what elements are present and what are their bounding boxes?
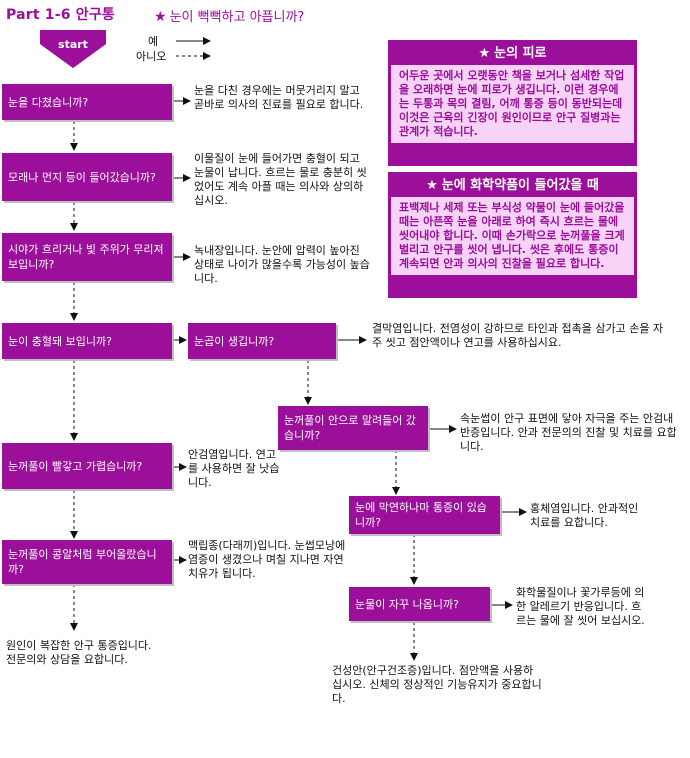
question-text: 눈물이 자꾸 나옵니까?	[355, 597, 459, 611]
question-box: 눈곱이 생깁니까?	[188, 323, 336, 359]
answer-text: 홍체염입니다. 안과적인 치료를 요합니다.	[530, 502, 639, 529]
question-text: 눈꺼풀이 빨갛고 가렵습니까?	[8, 459, 143, 473]
question-box: 시야가 흐리거나 빛 주위가 무리져 보입니까?	[2, 233, 172, 281]
star-icon: ★	[154, 9, 167, 25]
question-text: 모래나 먼지 등이 들어갔습니까?	[8, 170, 156, 184]
info-body: 어두운 곳에서 오랫동안 책을 보거나 섬세한 작업을 오래하면 눈에 피로가 …	[391, 65, 634, 143]
question-box: 눈을 다쳤습니까?	[2, 84, 172, 120]
question-text: 눈이 충혈돼 보입니까?	[8, 334, 112, 348]
question-text: 시야가 흐리거나 빛 주위가 무리져 보입니까?	[8, 243, 164, 271]
question-text: 눈곱이 생깁니까?	[194, 334, 275, 348]
page-subtitle: ★눈이 뻑뻑하고 아픕니까?	[154, 6, 304, 25]
star-icon: ★	[478, 46, 491, 61]
question-text: 눈을 다쳤습니까?	[8, 95, 89, 109]
question-text: 눈에 막연하나마 통증이 있습니까?	[355, 501, 487, 529]
question-box: 눈물이 자꾸 나옵니까?	[349, 587, 490, 621]
answer-text: 속눈썹이 안구 표면에 닿아 자극을 주는 안검내반증입니다. 안과 전문의의 …	[460, 412, 677, 453]
subtitle-text: 눈이 뻑뻑하고 아픕니까?	[169, 10, 305, 25]
question-text: 눈꺼풀이 안으로 말려들어 갔습니까?	[284, 414, 416, 442]
question-box: 눈꺼풀이 안으로 말려들어 갔습니까?	[278, 406, 428, 450]
info-body: 표백제나 세제 또는 부식성 약물이 눈에 들어갔을 때는 아픈쪽 눈을 아래로…	[391, 197, 634, 275]
answer-text: 눈을 다친 경우에는 머뭇거리지 말고 곧바로 의사의 진료를 필요로 합니다.	[194, 84, 364, 111]
answer-text: 안검염입니다. 연고를 사용하면 잘 낫습니다.	[188, 448, 280, 489]
answer-text: 원인이 복잡한 안구 통증입니다.전문의와 상담을 요합니다.	[6, 639, 152, 666]
info-title: 눈에 화학약품이 들어갔을 때	[441, 178, 599, 193]
question-box: 눈이 충혈돼 보입니까?	[2, 323, 172, 359]
page-title: Part 1-6 안구통	[6, 7, 116, 23]
question-box: 모래나 먼지 등이 들어갔습니까?	[2, 153, 172, 201]
answer-text: 화학물질이나 꽃가루등에 의한 알레르기 반응입니다. 흐르는 물에 잘 씻어 …	[516, 586, 645, 627]
answer-text: 건성안(안구건조증)입니다. 점안액을 사용하십시오. 신체의 정상적인 기능유…	[332, 664, 542, 705]
answer-text: 맥립종(다래끼)입니다. 눈썹모낭에 염증이 생겼으나 며칠 지나면 자연 치유…	[188, 539, 346, 580]
legend-no-label: 아니오	[136, 50, 167, 63]
start-label: start	[58, 38, 88, 51]
question-box: 눈꺼풀이 빨갛고 가렵습니까?	[2, 443, 172, 489]
question-box: 눈꺼풀이 콩알처럼 부어올랐습니까?	[2, 540, 172, 584]
answer-text: 이물질이 눈에 들어가면 충혈이 되고 눈물이 납니다. 흐르는 물로 충분히 …	[194, 152, 367, 207]
info-box-eye-fatigue: ★눈의 피로 어두운 곳에서 오랫동안 책을 보거나 섬세한 작업을 오래하면 …	[388, 40, 637, 166]
start-arrow-icon	[40, 30, 106, 68]
question-text: 눈꺼풀이 콩알처럼 부어올랐습니까?	[8, 548, 157, 576]
info-title: 눈의 피로	[494, 46, 547, 61]
answer-text: 결막염입니다. 전염성이 강하므로 타인과 접촉을 삼가고 손을 자주 씻고 점…	[372, 322, 664, 349]
info-box-chemical-in-eye: ★눈에 화학약품이 들어갔을 때 표백제나 세제 또는 부식성 약물이 눈에 들…	[388, 172, 637, 298]
answer-text: 녹내장입니다. 눈안에 압력이 높아진 상태로 나이가 많을수록 가능성이 높습…	[194, 244, 370, 285]
legend-yes-label: 예	[148, 35, 159, 48]
star-icon: ★	[426, 178, 438, 193]
question-box: 눈에 막연하나마 통증이 있습니까?	[349, 496, 500, 534]
